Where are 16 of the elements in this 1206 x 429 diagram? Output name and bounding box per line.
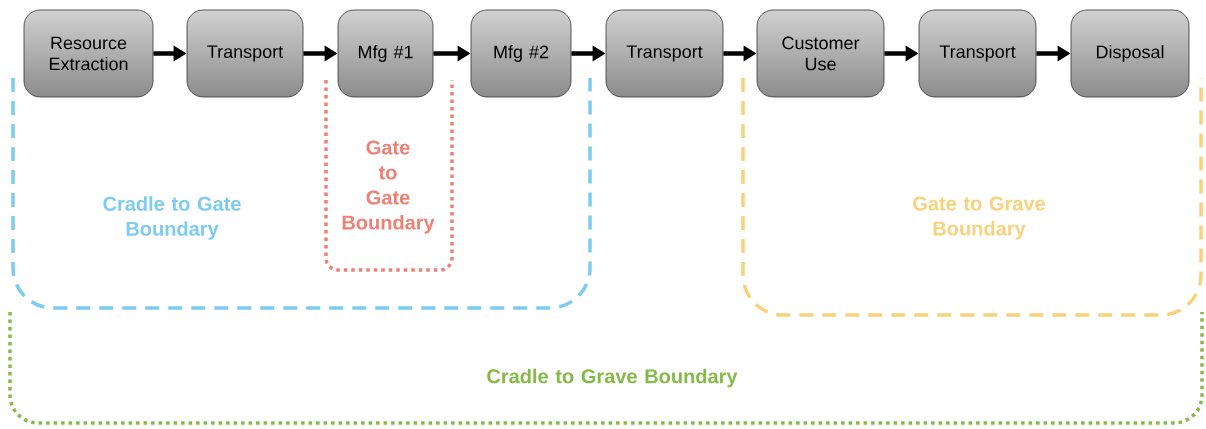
boundary-outline <box>324 80 454 272</box>
process-box: Mfg #2 <box>470 9 572 98</box>
boundary-outline <box>741 78 1203 317</box>
process-box: Customer Use <box>756 9 885 98</box>
boundary-label: Cradle to Grave Boundary <box>487 368 738 388</box>
process-box: Transport <box>186 9 304 98</box>
boundary-label: Gate to Gate Boundary <box>342 140 435 234</box>
process-box: Resource Extraction <box>23 9 154 98</box>
boundary-label: Gate to Grave Boundary <box>913 196 1045 240</box>
process-box: Disposal <box>1070 9 1190 98</box>
process-box: Mfg #1 <box>337 9 434 98</box>
process-box: Transport <box>605 9 724 98</box>
boundary-outline <box>11 78 592 310</box>
boundary-label: Cradle to Gate Boundary <box>103 196 241 240</box>
boundary-outline <box>8 312 1204 425</box>
process-box: Transport <box>918 9 1037 98</box>
